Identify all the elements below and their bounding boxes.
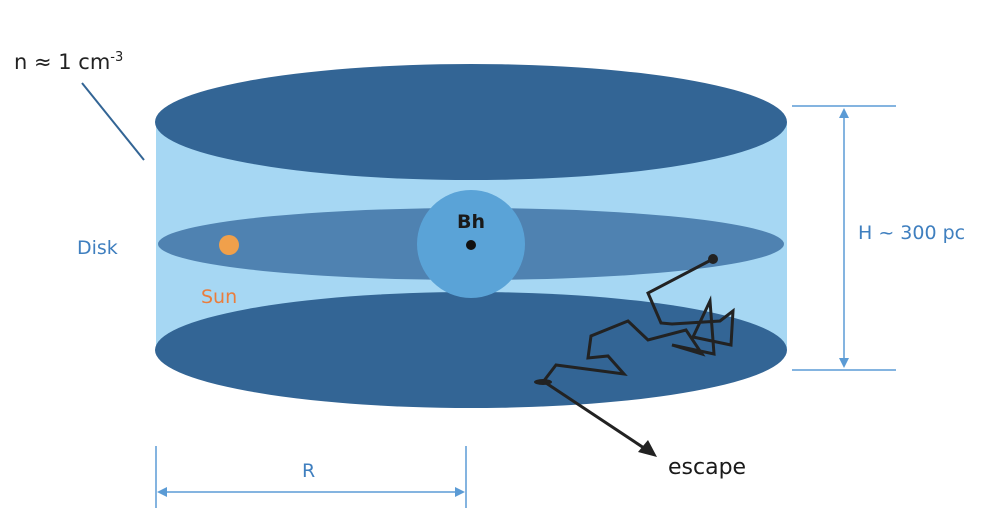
escape-arrow-line (545, 381, 651, 454)
density-text: n ≈ 1 cm (14, 50, 111, 74)
disk-label: Disk (77, 237, 118, 259)
random-walk-path (541, 257, 735, 383)
black-hole-dot (466, 240, 476, 250)
radius-dimension (155, 446, 467, 508)
height-dimension (792, 105, 896, 371)
black-hole-label: Bh (457, 211, 486, 233)
sun-dot (219, 235, 239, 255)
density-pointer-line (81, 82, 145, 161)
escape-label: escape (668, 455, 747, 480)
density-exponent: -3 (110, 50, 124, 65)
walk-start-dot (708, 254, 718, 264)
sun-label: Sun (201, 286, 238, 308)
density-label: n ≈ 1 cm-3 (14, 50, 123, 74)
escape-arrowhead (638, 440, 657, 457)
radius-label: R (302, 460, 316, 482)
height-label: H ~ 300 pc (858, 222, 966, 244)
top-cap (155, 64, 787, 180)
